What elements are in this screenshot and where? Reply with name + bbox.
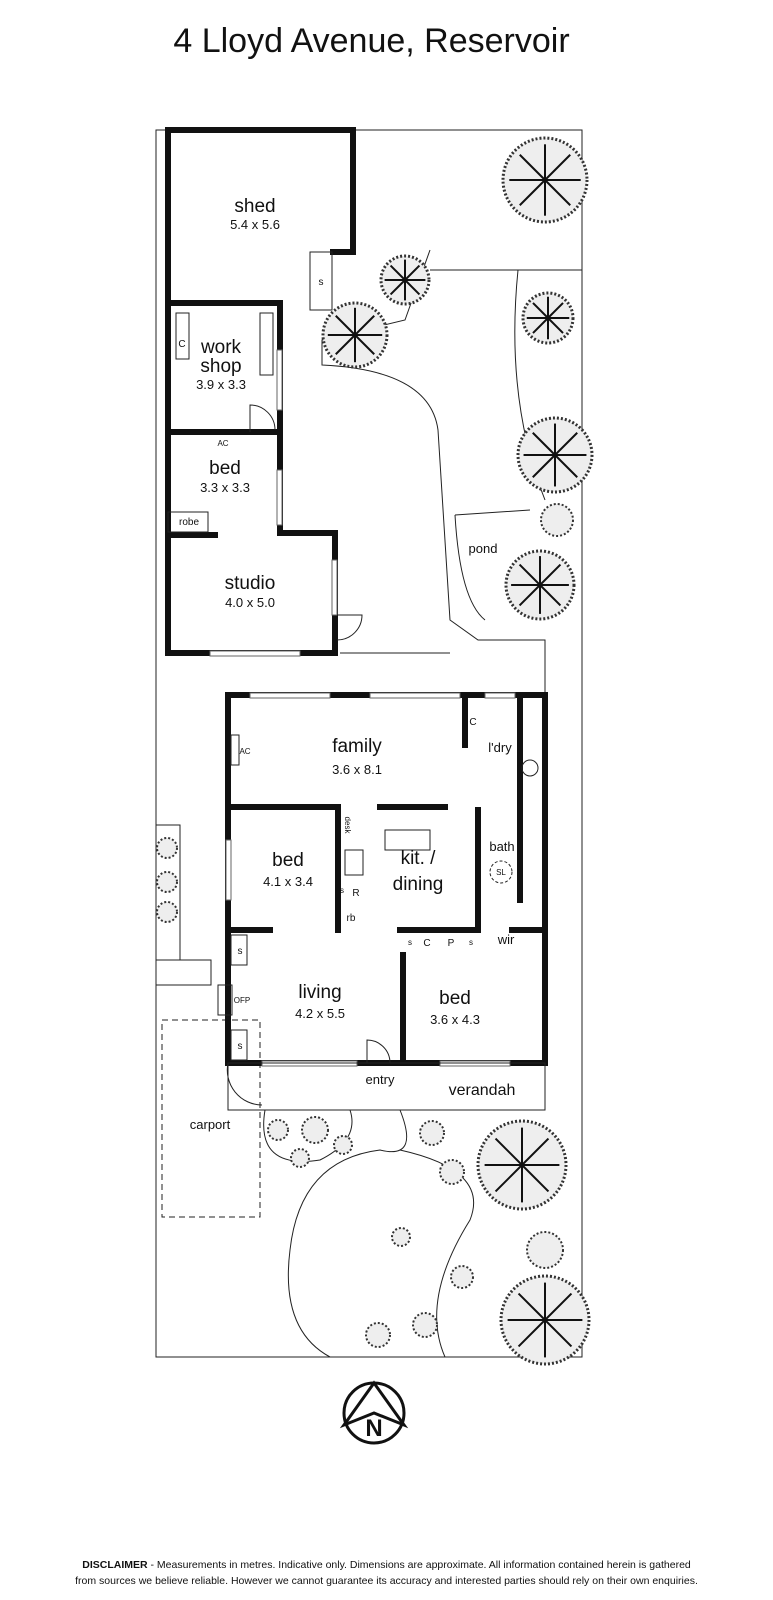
room-kitchen: kit. / bbox=[401, 848, 437, 869]
tree-icon bbox=[379, 254, 431, 306]
room-studio: studio bbox=[225, 573, 276, 594]
tree-icon bbox=[365, 1322, 391, 1348]
tree-icon bbox=[290, 1148, 310, 1168]
tree-icon bbox=[501, 136, 589, 224]
tree-icon bbox=[450, 1265, 474, 1289]
room-family-dims: 3.6 x 8.1 bbox=[332, 762, 382, 777]
area-carport: carport bbox=[190, 1117, 231, 1132]
tree-icon bbox=[516, 416, 594, 494]
area-verandah: verandah bbox=[449, 1082, 516, 1099]
tree-icon bbox=[499, 1274, 591, 1366]
house-walls bbox=[155, 692, 548, 1111]
room-bed-2: bed bbox=[272, 850, 304, 871]
room-laundry: l'dry bbox=[488, 740, 512, 755]
tree-icon bbox=[391, 1227, 411, 1247]
tree-icon bbox=[521, 291, 575, 345]
outbuilding-walls bbox=[165, 127, 363, 657]
tree-icon bbox=[156, 871, 178, 893]
page-title: 4 Lloyd Avenue, Reservoir bbox=[173, 22, 570, 60]
area-entry: entry bbox=[366, 1072, 395, 1087]
room-kitchen-2: dining bbox=[393, 874, 444, 895]
room-studio-dims: 4.0 x 5.0 bbox=[225, 595, 275, 610]
room-workshop-dims: 3.9 x 3.3 bbox=[196, 377, 246, 392]
shed-shelf bbox=[309, 251, 333, 311]
carport-outline bbox=[161, 1019, 261, 1218]
tree-icon bbox=[540, 503, 574, 537]
fixture-ofp: OFP bbox=[234, 996, 250, 1005]
tree-icon bbox=[156, 837, 178, 859]
fixture-rb: rb bbox=[347, 913, 356, 924]
tree-icon bbox=[301, 1116, 329, 1144]
disclaimer-text-2: from sources we believe reliable. Howeve… bbox=[75, 1575, 698, 1587]
room-living: living bbox=[298, 982, 341, 1003]
room-bed-rear-dims: 3.3 x 3.3 bbox=[200, 480, 250, 495]
disclaimer: DISCLAIMER - Measurements in metres. Ind… bbox=[0, 1557, 773, 1589]
tree-icon bbox=[504, 549, 576, 621]
tree-icon bbox=[267, 1119, 289, 1141]
room-bed-2-dims: 4.1 x 3.4 bbox=[263, 874, 313, 889]
floor-plan: shed 5.4 x 5.6 work shop 3.9 x 3.3 bed 3… bbox=[155, 127, 594, 1445]
fixture-skylight: SL bbox=[496, 868, 506, 877]
room-wir: wir bbox=[497, 932, 515, 947]
disclaimer-text-1: - Measurements in metres. Indicative onl… bbox=[147, 1559, 691, 1571]
fixture-robe: robe bbox=[179, 517, 199, 528]
tree-icon bbox=[439, 1159, 465, 1185]
fixture-fridge: R bbox=[352, 888, 359, 899]
room-shed-dims: 5.4 x 5.6 bbox=[230, 217, 280, 232]
fixture-pantry: P bbox=[448, 938, 455, 949]
fixture-shelf-2: s bbox=[469, 938, 473, 947]
tree-icon bbox=[156, 901, 178, 923]
tree-icon bbox=[412, 1312, 438, 1338]
tree-icon bbox=[333, 1135, 353, 1155]
fixture-shelf-living-1: s bbox=[238, 946, 243, 957]
tree-icon bbox=[526, 1231, 564, 1269]
compass-north-label: N bbox=[365, 1415, 382, 1442]
room-bed-rear: bed bbox=[209, 458, 241, 479]
room-bed-3: bed bbox=[439, 988, 471, 1009]
fixture-shelf: s bbox=[319, 277, 324, 288]
fixture-cupboard: C bbox=[178, 339, 185, 350]
area-pond: pond bbox=[469, 541, 498, 556]
tree-icon bbox=[419, 1120, 445, 1146]
room-workshop: work bbox=[200, 337, 242, 358]
tree-icon bbox=[321, 301, 389, 369]
room-bath: bath bbox=[489, 839, 514, 854]
fixture-ac-family: AC bbox=[239, 747, 250, 756]
fixture-shelf-kitchen: s bbox=[340, 886, 344, 895]
north-compass: N bbox=[339, 1380, 409, 1445]
room-labels: shed 5.4 x 5.6 work shop 3.9 x 3.3 bed 3… bbox=[190, 196, 516, 1132]
room-bed-3-dims: 3.6 x 4.3 bbox=[430, 1012, 480, 1027]
room-shed: shed bbox=[234, 196, 275, 217]
fixture-ac: AC bbox=[217, 439, 228, 448]
room-workshop-2: shop bbox=[200, 356, 241, 377]
fixture-labels: s C AC robe AC C desk R s rb SL s C P s … bbox=[178, 277, 506, 1052]
fixture-shelf-1: s bbox=[408, 938, 412, 947]
fixture-cupboard-laundry: C bbox=[469, 717, 476, 728]
tree-icon bbox=[476, 1119, 568, 1211]
room-living-dims: 4.2 x 5.5 bbox=[295, 1006, 345, 1021]
disclaimer-heading: DISCLAIMER bbox=[82, 1559, 148, 1571]
fixture-shelf-living-2: s bbox=[238, 1041, 243, 1052]
room-family: family bbox=[332, 736, 382, 757]
fixture-desk: desk bbox=[343, 817, 352, 835]
fixture-cupboard-hall: C bbox=[423, 938, 430, 949]
verandah-outline bbox=[227, 1062, 546, 1111]
